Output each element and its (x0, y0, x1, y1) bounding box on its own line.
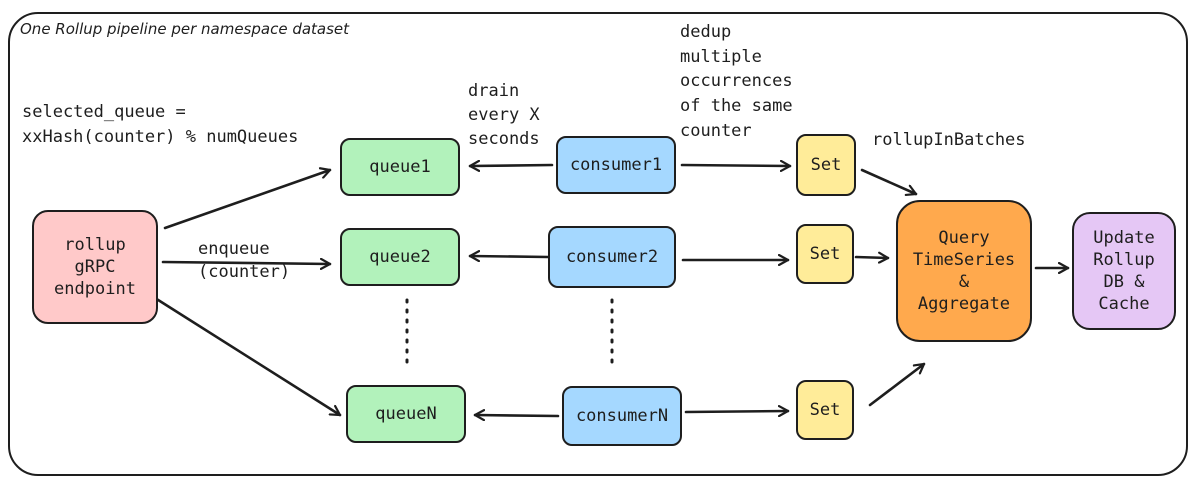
set-2: Set (796, 224, 854, 284)
arrow-endpoint-to-queue2 (161, 262, 332, 264)
arrow-consumer2-to-queue2 (468, 256, 550, 257)
arrow-endpoint-to-queueN (153, 296, 342, 417)
consumer1: consumer1 (556, 136, 676, 194)
enqueue-label: enqueue (counter) (198, 239, 291, 282)
arrow-consumerN-to-setN (684, 411, 790, 412)
arrow-consumer1-to-queue1 (468, 165, 554, 166)
set-1: Set (796, 134, 856, 196)
queue2: queue2 (340, 228, 460, 286)
selected-queue-formula: selected_queue = xxHash(counter) % numQu… (22, 102, 299, 147)
arrow-endpoint-to-queue1 (163, 170, 332, 230)
pipeline-frame (8, 12, 1188, 476)
dedup-annotation: dedup multiple occurrences of the same c… (680, 22, 793, 141)
set-n: Set (796, 380, 854, 440)
drain-annotation: drain every X seconds (468, 81, 540, 149)
update-rollup-db-cache: Update Rollup DB & Cache (1072, 212, 1176, 330)
arrow-consumerN-to-queueN (473, 415, 560, 416)
rollup-in-batches-label: rollupInBatches (872, 130, 1026, 150)
queue1: queue1 (340, 138, 460, 196)
queueN: queueN (346, 385, 466, 443)
arrow-set1-to-aggregate (860, 168, 918, 194)
rollup-grpc-endpoint: rollup gRPC endpoint (32, 210, 158, 324)
consumerN: consumerN (562, 386, 682, 446)
arrow-consumer1-to-set1 (680, 165, 792, 166)
arrow-set2-to-aggregate (854, 257, 890, 258)
frame-title: One Rollup pipeline per namespace datase… (20, 20, 350, 38)
query-timeseries-aggregate: Query TimeSeries & Aggregate (896, 200, 1032, 342)
consumer2: consumer2 (548, 226, 676, 288)
arrow-setN-to-aggregate (868, 362, 926, 407)
